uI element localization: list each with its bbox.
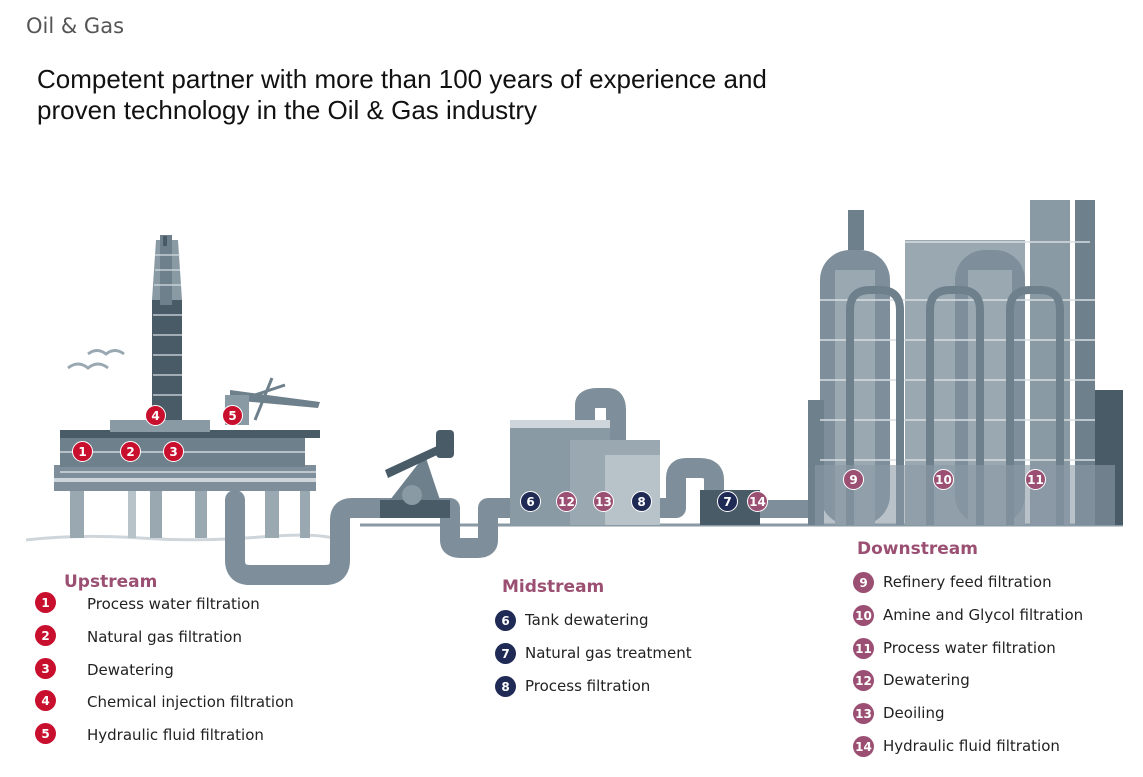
downstream-number: 9 <box>853 572 874 593</box>
upstream-number: 5 <box>35 723 56 744</box>
upstream-number: 2 <box>35 625 56 646</box>
downstream-label: Dewatering <box>883 671 970 689</box>
marker-7[interactable]: 7 <box>717 491 738 512</box>
headline-line-2: proven technology in the Oil & Gas indus… <box>37 95 538 125</box>
marker-9[interactable]: 9 <box>843 469 864 490</box>
upstream-label: Chemical injection filtration <box>87 693 294 711</box>
marker-6[interactable]: 6 <box>520 491 541 512</box>
upstream-number: 3 <box>35 658 56 679</box>
downstream-number: 14 <box>853 736 874 757</box>
marker-11[interactable]: 11 <box>1025 469 1046 490</box>
midstream-tanks <box>510 420 810 525</box>
midstream-label: Tank dewatering <box>525 611 649 629</box>
headline-line-1: Competent partner with more than 100 yea… <box>37 64 767 94</box>
downstream-label: Deoiling <box>883 704 945 722</box>
downstream-label: Process water filtration <box>883 639 1056 657</box>
pipeline <box>225 388 770 585</box>
midstream-number: 6 <box>495 610 516 631</box>
downstream-number: 10 <box>853 605 874 626</box>
upstream-label: Dewatering <box>87 661 174 679</box>
downstream-label: Amine and Glycol filtration <box>883 606 1084 624</box>
midstream-label: Natural gas treatment <box>525 644 692 662</box>
midstream-number: 7 <box>495 643 516 664</box>
marker-13[interactable]: 13 <box>593 491 614 512</box>
marker-4[interactable]: 4 <box>145 405 166 426</box>
refinery <box>808 200 1123 525</box>
downstream-number: 11 <box>853 638 874 659</box>
downstream-number: 12 <box>853 670 874 691</box>
upstream-label: Natural gas filtration <box>87 628 242 646</box>
upstream-title: Upstream <box>64 572 158 592</box>
bird-icon <box>67 362 109 370</box>
downstream-label: Refinery feed filtration <box>883 573 1052 591</box>
midstream-label: Process filtration <box>525 677 651 695</box>
marker-3[interactable]: 3 <box>163 441 184 462</box>
marker-14[interactable]: 14 <box>747 491 768 512</box>
offshore-platform <box>54 235 320 538</box>
section-label: Oil & Gas <box>26 14 125 38</box>
pump-jack <box>380 430 454 518</box>
midstream-number: 8 <box>495 676 516 697</box>
midstream-title: Midstream <box>502 577 605 597</box>
upstream-label: Hydraulic fluid filtration <box>87 726 264 744</box>
upstream-label: Process water filtration <box>87 595 260 613</box>
page-title: Competent partner with more than 100 yea… <box>37 64 837 126</box>
upstream-number: 4 <box>35 690 56 711</box>
marker-12[interactable]: 12 <box>556 491 577 512</box>
downstream-title: Downstream <box>857 539 978 559</box>
marker-5[interactable]: 5 <box>222 405 243 426</box>
marker-8[interactable]: 8 <box>631 491 652 512</box>
downstream-label: Hydraulic fluid filtration <box>883 737 1060 755</box>
upstream-number: 1 <box>35 592 56 613</box>
marker-1[interactable]: 1 <box>72 441 93 462</box>
bird-icon <box>87 349 125 356</box>
downstream-number: 13 <box>853 703 874 724</box>
marker-10[interactable]: 10 <box>933 469 954 490</box>
marker-2[interactable]: 2 <box>120 441 141 462</box>
